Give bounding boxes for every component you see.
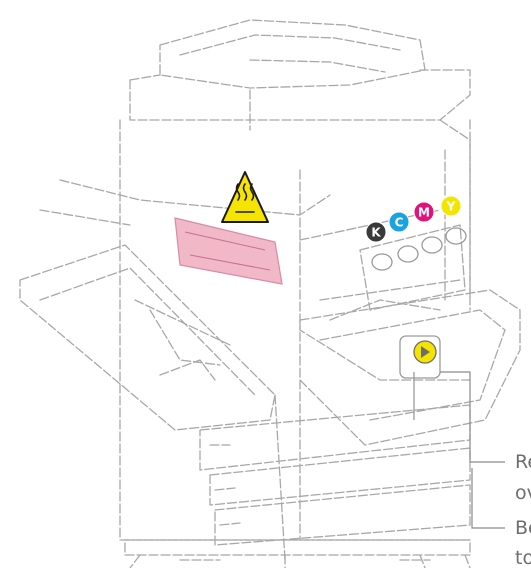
output-tray-outline [60,180,330,215]
toner-slot-c [398,246,418,262]
toner-badge-k: K [366,222,386,242]
callout-leader-1 [440,372,505,462]
hot-surface-warning-icon [222,172,268,222]
printer-body-outline [120,120,470,540]
paper-tray-2 [210,448,470,505]
toner-badge-y: Y [441,196,461,216]
callout-text-line-3: Be [515,516,531,540]
toner-slot-y [446,228,466,244]
paper-tray-3 [215,485,470,545]
callout-leader-2 [472,468,505,528]
toner-slot-m [422,237,442,253]
toner-badge-m: M [414,202,434,222]
callout-text-line-1: Re [515,450,531,474]
toner-badge-label: K [371,226,381,240]
toner-slot-k [372,254,392,270]
toner-badge-c: C [389,212,409,232]
release-lever-icon [400,336,440,420]
callout-text-line-4: tor [515,546,531,568]
callout-text-line-2: ov [515,481,531,505]
toner-badge-label: M [418,206,430,220]
document-feeder-outline [160,20,425,88]
fuser-unit-highlight [175,218,282,284]
toner-badge-label: Y [446,200,456,214]
toner-badges: KCM Y [366,196,461,242]
toner-badge-label: C [395,216,404,230]
